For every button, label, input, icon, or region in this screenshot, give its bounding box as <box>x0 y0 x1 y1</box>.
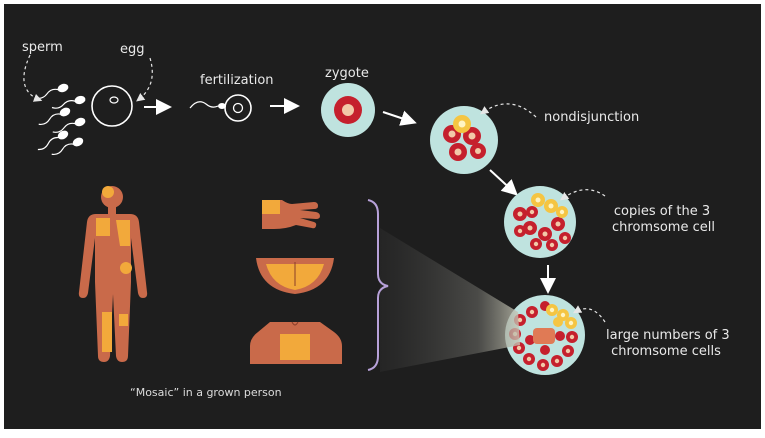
fertilization-label: fertilization <box>200 73 274 88</box>
copies-label-line-1: copies of the 3 <box>613 204 711 219</box>
egg-pointer-arrow <box>136 57 153 102</box>
copies-label-line-2: chromsome cell <box>612 220 715 236</box>
chest-icon <box>250 321 342 364</box>
brace <box>367 199 389 371</box>
arrow-to-copies <box>489 169 518 196</box>
hand-icon <box>262 200 320 229</box>
human-figure-icon <box>78 186 148 362</box>
copies-label: copies of the 3 chromsome cell <box>612 204 715 237</box>
mosaic-caption: “Mosaic” in a grown person <box>130 386 282 399</box>
nondisjunction-pointer-arrow <box>480 103 537 118</box>
dividing-cells-icon <box>504 186 576 258</box>
abdomen-icon <box>256 258 334 294</box>
sperm-label: sperm <box>22 40 63 55</box>
egg-label: egg <box>120 42 145 57</box>
nondisjunction-cell-icon <box>430 106 498 174</box>
large-label-line-2: chromsome cells <box>611 344 721 360</box>
large-label-line-1: large numbers of 3 <box>606 328 730 343</box>
large-pointer-arrow <box>572 305 606 323</box>
sperm-cells-icon <box>35 83 86 156</box>
large-label: large numbers of 3 chromsome cells <box>606 328 730 361</box>
arrow-to-nondisjunction <box>382 110 417 126</box>
fertilization-icon <box>189 94 252 122</box>
copies-pointer-arrow <box>560 189 606 201</box>
zygote-label: zygote <box>325 66 369 81</box>
nondisjunction-label: nondisjunction <box>544 110 640 125</box>
sperm-pointer-arrow <box>23 54 43 102</box>
magnify-beam <box>380 228 520 372</box>
cell-cluster-icon <box>505 295 585 375</box>
egg-cell-icon <box>91 85 133 127</box>
zygote-cell-icon <box>321 83 375 137</box>
